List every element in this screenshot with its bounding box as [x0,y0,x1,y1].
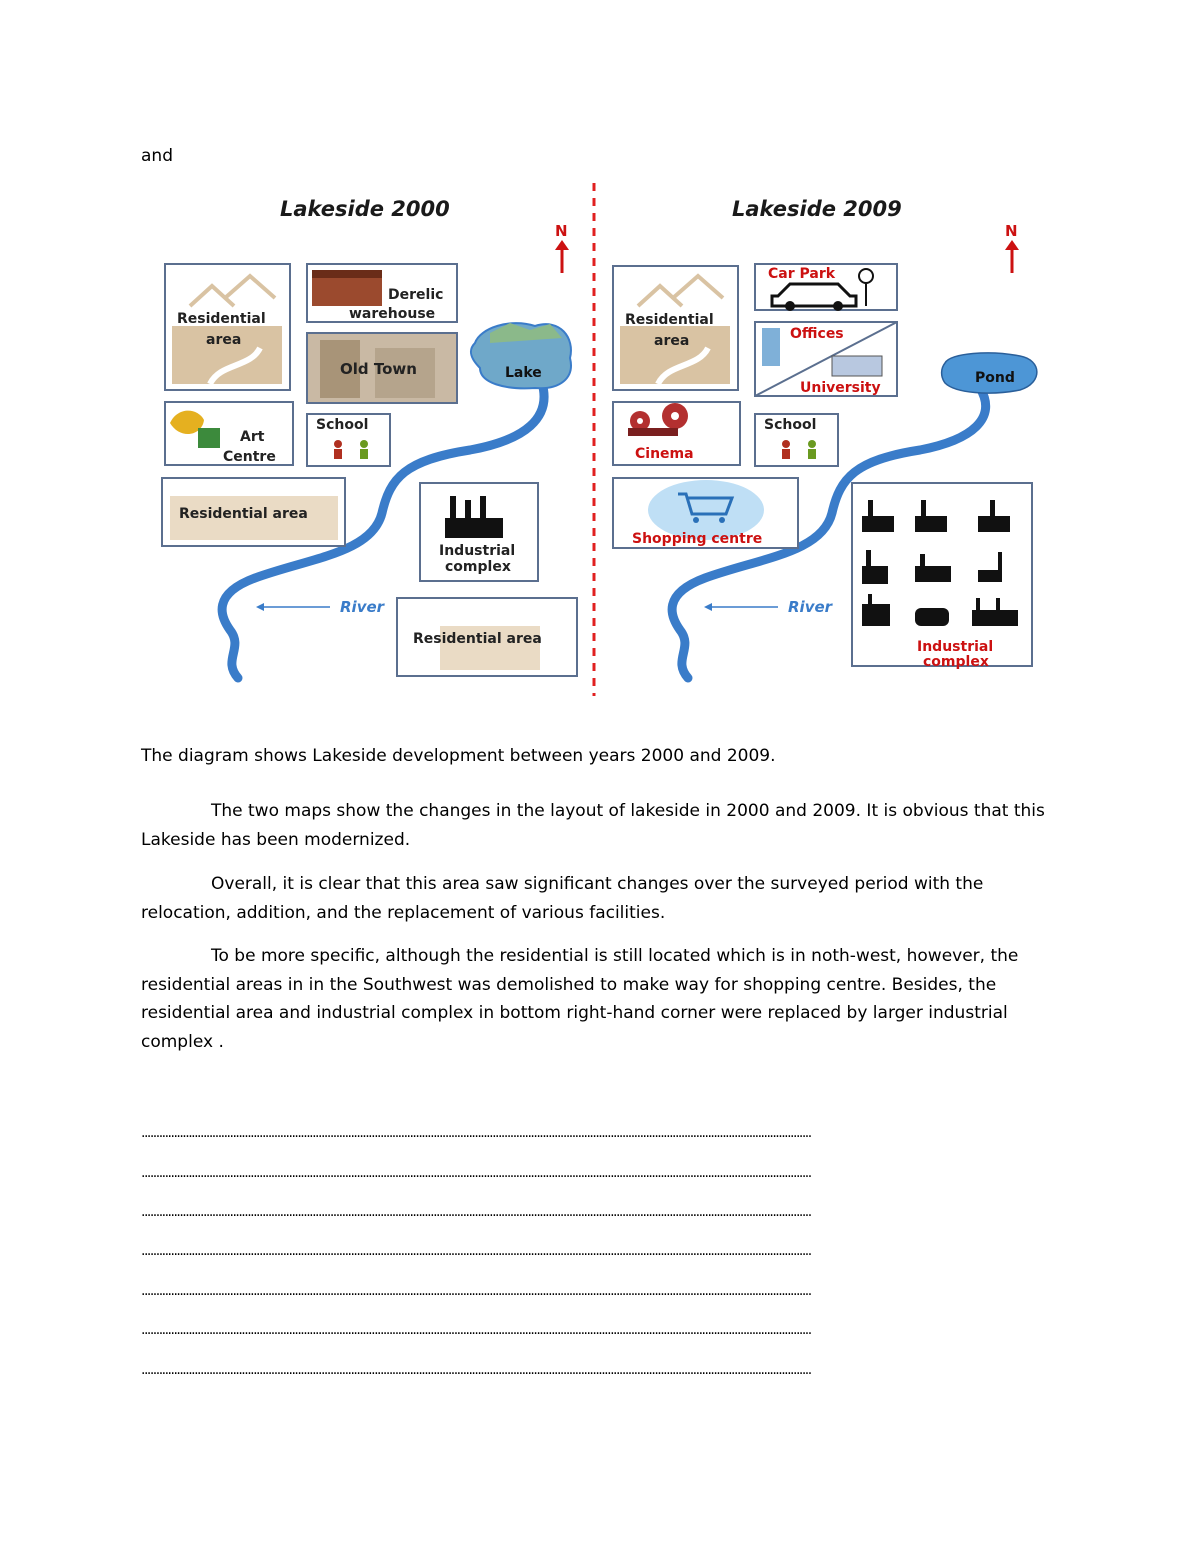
shopping-centre-2009: Shopping centre [612,477,799,549]
svg-text:River: River [340,598,386,616]
residential-area-2009: Residential area [612,265,739,391]
svg-text:Derelic: Derelic [388,287,443,303]
svg-text:Industrial: Industrial [439,543,515,559]
old-town-2000: Old Town [306,332,458,404]
paragraph-details: To be more specific, although the reside… [141,946,1019,1052]
answer-line: ........................................… [141,1204,812,1220]
svg-text:area: area [206,332,241,348]
cinema-2009: Cinema [612,401,741,466]
svg-text:Art: Art [240,429,265,445]
svg-text:complex: complex [445,559,511,575]
map-2000-title: Lakeside 2000 [280,197,450,221]
svg-text:Car Park: Car Park [768,266,836,282]
lakeside-maps: Lakeside 2000 N Residential area Derelic… [161,183,1038,696]
paragraph-summary: The diagram shows Lakeside development b… [141,746,776,766]
answer-line: ........................................… [141,1283,812,1299]
map-2009-title: Lakeside 2009 [732,197,902,221]
svg-text:University: University [800,380,881,396]
svg-text:Old Town: Old Town [340,360,417,378]
svg-text:Residential area: Residential area [413,631,542,647]
car-icon [770,282,858,311]
svg-text:Residential area: Residential area [179,506,308,522]
shopping-cart-icon [678,492,735,523]
factory-icon [445,496,503,538]
answer-line: ........................................… [141,1165,812,1181]
svg-text:complex: complex [923,654,989,670]
paragraph-overview: Overall, it is clear that this area saw … [141,874,984,923]
svg-text:N: N [1005,222,1018,240]
map-2009: Lakeside 2009 N Residential area Car Par… [612,197,1038,683]
map-2000: Lakeside 2000 N Residential area Derelic… [161,197,578,683]
svg-text:Residential: Residential [177,311,266,327]
svg-text:N: N [555,222,568,240]
svg-text:Lake: Lake [505,365,542,381]
river-2009 [667,383,991,683]
svg-text:Pond: Pond [975,370,1015,386]
north-arrow-icon: N [555,222,569,273]
answer-line: ........................................… [141,1362,812,1378]
lake-2000: Lake [469,322,572,390]
river-label-2009: River [704,598,834,616]
industrial-complex-2000: Industrial complex [419,482,539,582]
svg-text:Cinema: Cinema [635,446,694,462]
parking-sign-icon [858,268,874,306]
svg-text:School: School [764,417,816,433]
answer-line: ........................................… [141,1322,812,1338]
school-2009: School [754,413,839,467]
car-park-2009: Car Park [754,263,898,311]
answer-line: ........................................… [141,1125,812,1141]
paragraph-intro: The two maps show the changes in the lay… [141,801,1045,850]
derelict-warehouse-2000: Derelic warehouse [306,263,458,323]
answer-line: ........................................… [141,1243,812,1259]
svg-text:Residential: Residential [625,312,714,328]
offices-university-2009: Offices University [754,321,898,397]
pond-2009: Pond [940,352,1038,394]
svg-text:area: area [654,333,689,349]
industrial-complex-2009: Industrial complex [851,482,1033,670]
north-arrow-icon: N [1005,222,1019,273]
svg-text:School: School [316,417,368,433]
factory-icons [862,500,1018,626]
art-centre-2000: Art Centre [164,401,294,466]
residential-area-sw-2000: Residential area [161,477,346,547]
svg-text:River: River [788,598,834,616]
svg-text:Offices: Offices [790,326,844,342]
river-2000 [217,378,549,683]
residential-area-se-2000: Residential area [396,597,578,677]
river-label-2000: River [256,598,386,616]
film-reel-icon [628,403,688,436]
svg-text:Industrial: Industrial [917,639,993,655]
school-2000: School [306,413,391,467]
svg-text:Shopping centre: Shopping centre [632,531,762,547]
svg-text:warehouse: warehouse [349,306,435,322]
residential-area-nw-2000: Residential area [164,263,291,391]
svg-text:Centre: Centre [223,449,276,465]
intro-word: and [141,146,173,166]
